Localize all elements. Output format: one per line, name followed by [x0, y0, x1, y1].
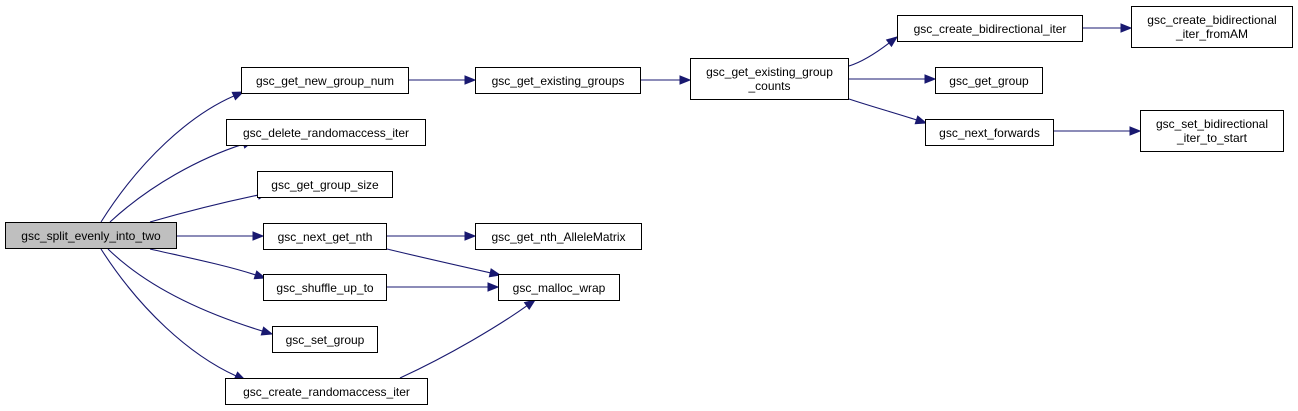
node-shuffle[interactable]: gsc_shuffle_up_to	[263, 274, 387, 301]
edge-split-to-shuffle	[149, 248, 256, 276]
arrowhead-existcounts-to-nextfwd	[914, 115, 928, 125]
edge-split-to-grpsize	[149, 194, 259, 223]
node-createrand[interactable]: gsc_create_randomaccess_iter	[225, 378, 428, 405]
arrowhead-existcounts-to-createbidi	[885, 36, 899, 48]
arrowhead-nextnth-to-malloc	[488, 268, 502, 278]
arrowhead-existgrps-to-existcounts	[679, 75, 692, 85]
arrowhead-nextnth-to-nthallele	[464, 231, 477, 241]
arrowhead-nextfwd-to-setbidistart	[1129, 126, 1142, 136]
arrowhead-createrand-to-malloc	[523, 299, 537, 310]
node-grpsize[interactable]: gsc_get_group_size	[257, 171, 393, 198]
node-createbidiam[interactable]: gsc_create_bidirectional _iter_fromAM	[1131, 6, 1293, 48]
arrowhead-existcounts-to-getgroup	[924, 74, 937, 84]
node-malloc[interactable]: gsc_malloc_wrap	[498, 274, 620, 301]
arrowhead-split-to-shuffle	[253, 270, 267, 280]
arrowhead-shuffle-to-malloc	[487, 282, 500, 292]
edge-split-to-delrand	[109, 143, 244, 223]
node-getnew[interactable]: gsc_get_new_group_num	[241, 67, 409, 94]
node-existcounts[interactable]: gsc_get_existing_group _counts	[690, 58, 849, 100]
node-existgrps[interactable]: gsc_get_existing_groups	[475, 67, 641, 94]
arrowhead-getnew-to-existgrps	[464, 75, 477, 85]
node-setgrp[interactable]: gsc_set_group	[272, 326, 378, 353]
node-nthallele[interactable]: gsc_get_nth_AlleleMatrix	[475, 223, 642, 250]
node-split: gsc_split_evenly_into_two	[5, 222, 177, 249]
node-nextfwd[interactable]: gsc_next_forwards	[925, 119, 1054, 146]
edge-split-to-setgrp	[107, 248, 263, 332]
node-setbidistart[interactable]: gsc_set_bidirectional _iter_to_start	[1140, 110, 1284, 152]
edge-existcounts-to-createbidi	[848, 42, 890, 67]
arrowhead-split-to-nextnth	[252, 231, 265, 241]
node-delrand[interactable]: gsc_delete_randomaccess_iter	[226, 119, 426, 146]
node-getgroup[interactable]: gsc_get_group	[935, 67, 1043, 94]
node-nextnth[interactable]: gsc_next_get_nth	[263, 223, 387, 250]
arrowhead-createbidi-to-createbidiam	[1120, 23, 1133, 33]
edge-existcounts-to-nextfwd	[848, 98, 917, 121]
node-createbidi[interactable]: gsc_create_bidirectional_iter	[897, 15, 1083, 42]
arrowhead-split-to-getnew	[231, 91, 245, 101]
edge-createrand-to-malloc	[399, 305, 528, 379]
edge-nextnth-to-malloc	[386, 248, 491, 274]
edge-split-to-getnew	[100, 95, 235, 223]
arrowhead-split-to-setgrp	[260, 326, 274, 336]
edge-split-to-createrand	[100, 248, 237, 377]
